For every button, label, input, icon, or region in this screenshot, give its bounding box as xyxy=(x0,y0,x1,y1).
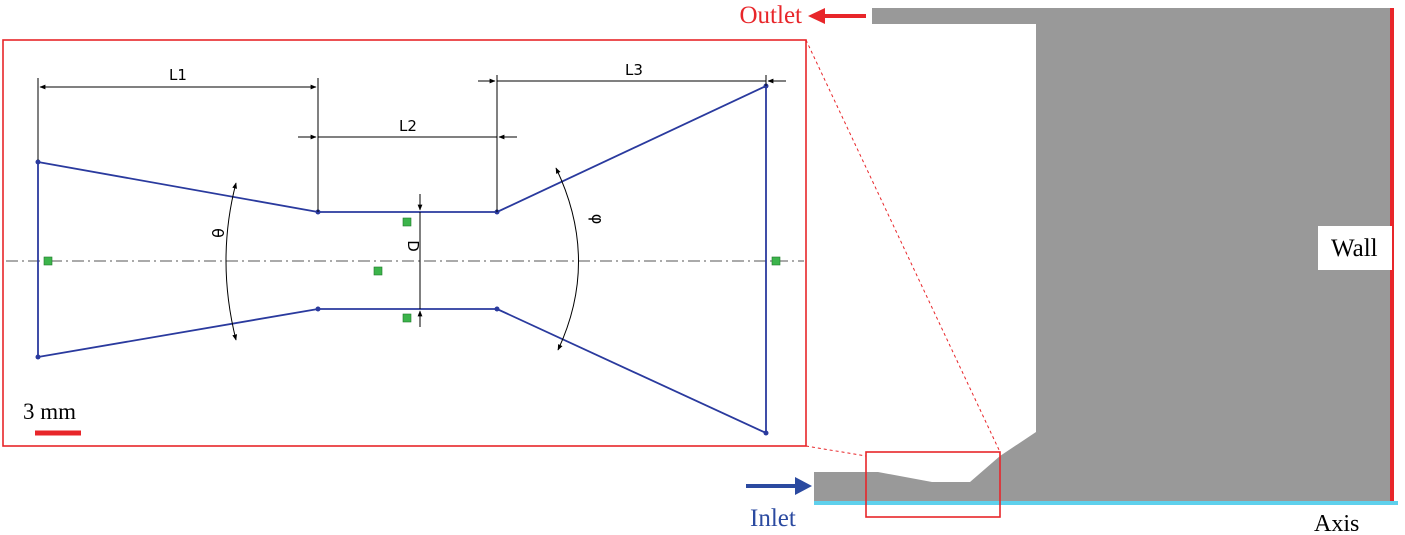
zoom-region-box xyxy=(865,451,1001,518)
detail-panel-frame xyxy=(2,39,807,447)
dimension-l1-label: L1 xyxy=(169,66,187,84)
zoom-leader-bottom xyxy=(805,445,867,457)
outlet-label: Outlet xyxy=(740,2,803,29)
inlet-arrow-icon xyxy=(746,477,812,495)
dimension-l3 xyxy=(478,75,786,86)
axis-label: Axis xyxy=(1314,511,1359,535)
dimension-l3-label: L3 xyxy=(625,61,643,79)
outlet-arrow-icon xyxy=(808,8,866,24)
constraint-markers xyxy=(43,217,781,323)
angle-theta-arc xyxy=(225,182,238,341)
scale-bar-label: 3 mm xyxy=(23,399,76,424)
angle-phi-arc xyxy=(555,167,579,351)
flow-domain-body xyxy=(814,8,1390,502)
angle-theta-label: θ xyxy=(208,228,227,238)
dimension-d-label: D xyxy=(404,240,422,252)
venturi-profile xyxy=(37,85,767,434)
dimension-l2-label: L2 xyxy=(399,117,417,135)
inlet-label: Inlet xyxy=(750,505,796,532)
dimension-l2 xyxy=(298,75,517,212)
zoom-leader-top xyxy=(805,39,1001,453)
wall-label: Wall xyxy=(1331,235,1378,262)
angle-phi-label: φ xyxy=(588,214,607,225)
wall-label-box xyxy=(1318,226,1392,270)
